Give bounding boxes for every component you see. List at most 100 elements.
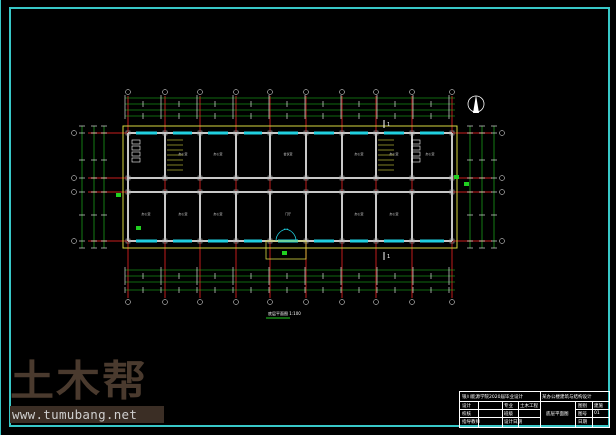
- column: [197, 175, 203, 181]
- toilet-fixture: [411, 157, 421, 163]
- column: [303, 130, 309, 136]
- column: [409, 175, 415, 181]
- title-block-rule: [460, 417, 540, 418]
- room-label: 办公室: [354, 211, 363, 216]
- axis-bubble: [162, 89, 168, 95]
- axis-bubble: [499, 130, 505, 136]
- axis-bubble: [303, 299, 309, 305]
- axis-bubble: [409, 299, 415, 305]
- axis-bubble: [449, 89, 455, 95]
- axis-bubble: [197, 89, 203, 95]
- column: [233, 238, 239, 244]
- annotation-tag: [136, 226, 141, 230]
- axis-bubble: [339, 299, 345, 305]
- annotation-tag: [464, 182, 469, 186]
- room-label: 办公室: [389, 151, 398, 156]
- room-label: 办公室: [178, 151, 187, 156]
- title-block-rule: [592, 401, 593, 427]
- toilet-fixture: [411, 145, 421, 151]
- column: [267, 175, 273, 181]
- axis-bubble: [125, 89, 131, 95]
- annotation-tag: [282, 251, 287, 255]
- axis-bubble: [339, 89, 345, 95]
- axis-bubble: [409, 89, 415, 95]
- column: [339, 189, 345, 195]
- column: [303, 189, 309, 195]
- annotation-tag: [454, 175, 459, 179]
- title-block-label: 校核: [462, 412, 471, 417]
- column: [125, 175, 131, 181]
- watermark-logo: 土木帮: [10, 357, 148, 406]
- column: [409, 189, 415, 195]
- axis-bubble: [71, 238, 77, 244]
- axis-bubble: [499, 189, 505, 195]
- room-label: 办公室: [213, 211, 222, 216]
- axis-bubble: [71, 175, 77, 181]
- north-arrow-icon: [467, 95, 485, 113]
- axis-bubble: [267, 89, 273, 95]
- title-block-label3: 日期: [578, 420, 587, 425]
- room-label: 办公室: [213, 151, 222, 156]
- drawing-name: 某办公楼建筑与结构设计: [542, 395, 592, 400]
- column: [125, 189, 131, 195]
- room-label: 办公室: [178, 211, 187, 216]
- title-block: 银川能源学院2020届毕业设计 某办公楼建筑与结构设计 底层平面图 设计专业土木…: [459, 391, 610, 428]
- axis-bubble: [373, 299, 379, 305]
- column: [373, 238, 379, 244]
- axis-bubble: [233, 89, 239, 95]
- room-label: 会议室: [283, 151, 292, 156]
- column: [125, 130, 131, 136]
- axis-bubble: [449, 299, 455, 305]
- title-block-value3: 01: [594, 411, 600, 416]
- axis-bubble: [267, 299, 273, 305]
- title-block-rule: [575, 401, 576, 427]
- title-block-label2: 专业: [504, 404, 513, 409]
- plan-title: 底层平面图 1:100: [268, 310, 301, 316]
- building-outline: [122, 125, 458, 249]
- toilet-fixture: [131, 151, 141, 157]
- title-block-rule: [460, 401, 609, 402]
- watermark-url: www.tumubang.net: [10, 406, 164, 423]
- annotation-tag: [116, 193, 121, 197]
- axis-bubble: [162, 299, 168, 305]
- axis-bubble: [71, 189, 77, 195]
- column: [373, 175, 379, 181]
- axis-bubble: [499, 238, 505, 244]
- axis-bubble: [303, 89, 309, 95]
- column: [373, 189, 379, 195]
- axis-bubble: [197, 299, 203, 305]
- title-block-label: 指导教师: [462, 420, 480, 425]
- floor-plan: 办公室办公室会议室办公室办公室办公室门厅办公室办公室办公室办公室办公室11: [71, 89, 505, 305]
- axis-bubble: [71, 130, 77, 136]
- title-block-rule: [478, 401, 479, 427]
- drawing-frame: [9, 7, 610, 427]
- sheet-title: 底层平面图: [546, 412, 569, 417]
- title-block-rule: [540, 401, 541, 427]
- column: [303, 175, 309, 181]
- entrance-door: [275, 228, 297, 242]
- title-block-rule: [502, 401, 503, 427]
- column: [409, 238, 415, 244]
- column: [267, 130, 273, 136]
- toilet-fixture: [131, 157, 141, 163]
- toilet-fixture: [131, 139, 141, 145]
- axis-bubble: [499, 175, 505, 181]
- axis-bubble: [125, 299, 131, 305]
- column: [449, 130, 455, 136]
- title-block-rule: [518, 401, 519, 427]
- room-label: 门厅: [285, 211, 291, 216]
- column: [339, 130, 345, 136]
- column: [197, 238, 203, 244]
- axis-bubble: [233, 299, 239, 305]
- toilet-fixture: [131, 145, 141, 151]
- column: [162, 189, 168, 195]
- room-label: 办公室: [141, 211, 150, 216]
- title-block-label2: 设计日期: [504, 420, 522, 425]
- column: [339, 238, 345, 244]
- section-mark-label: 1: [387, 122, 390, 128]
- section-mark-label: 1: [387, 254, 390, 260]
- column: [449, 189, 455, 195]
- title-block-label3: 图号: [578, 412, 587, 417]
- watermark: 土木帮 www.tumubang.net: [10, 357, 164, 423]
